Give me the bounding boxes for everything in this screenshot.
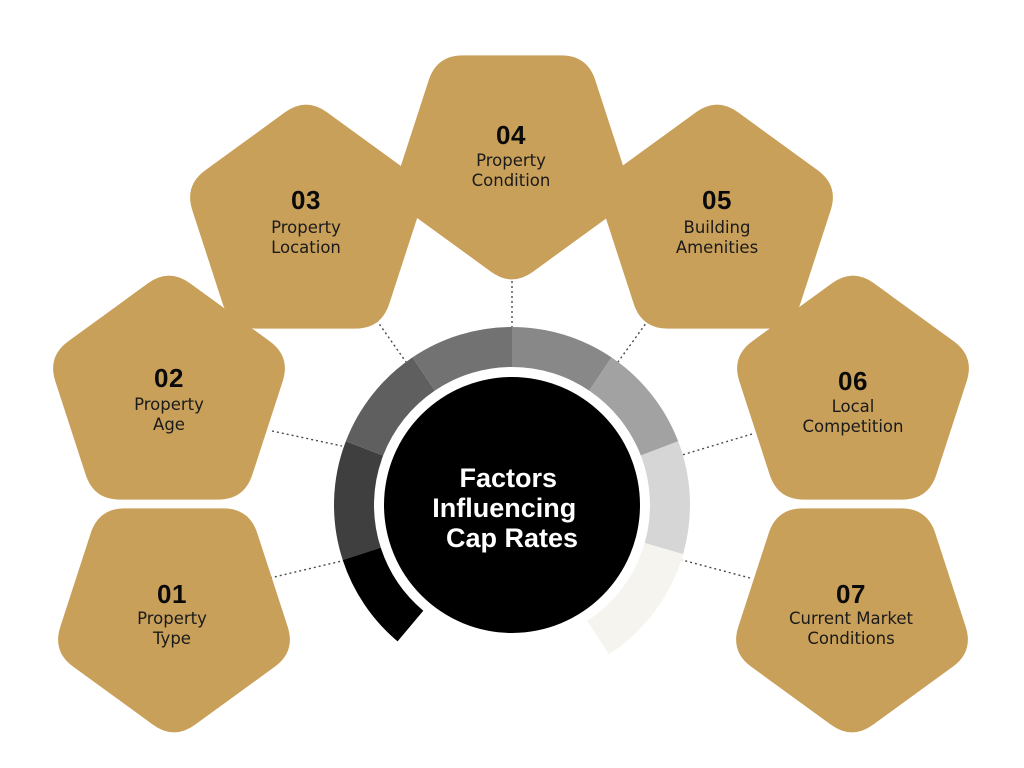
ring-segment	[640, 441, 690, 555]
center-circle	[384, 377, 640, 633]
factor-label-line: Property	[137, 609, 207, 628]
factor-number: 06	[838, 366, 868, 396]
factor-label-line: Current Market	[789, 609, 913, 628]
factor-label-line: Competition	[803, 417, 904, 436]
pentagon-shape	[601, 104, 833, 329]
pentagon-shape	[396, 55, 628, 280]
pentagon-shape	[190, 104, 422, 329]
pentagon-shape	[737, 275, 969, 500]
connector-line	[681, 559, 751, 579]
ring-segment	[334, 441, 384, 561]
factor-label-line: Age	[153, 415, 185, 434]
factor-label-line: Property	[271, 218, 341, 237]
segmented-ring	[334, 327, 690, 655]
factor-label-line: Property	[476, 151, 546, 170]
center-title-line-1: Factors	[459, 463, 557, 493]
connector-line	[681, 433, 753, 456]
factor-label-line: Condition	[472, 171, 551, 190]
pentagon-shape	[736, 508, 968, 733]
pentagon-shape	[53, 275, 285, 500]
pentagon-shape	[58, 508, 290, 733]
factor-number: 04	[496, 120, 526, 150]
factor-number: 01	[157, 579, 187, 609]
factor-number: 03	[291, 185, 321, 215]
factor-label-line: Local	[832, 397, 875, 416]
factor-number: 07	[836, 579, 866, 609]
connector-line	[269, 559, 347, 579]
factor-number: 05	[702, 185, 732, 215]
center-title-line-3: Cap Rates	[446, 523, 578, 553]
ring-gap-segment	[342, 547, 424, 642]
ring-segment	[512, 327, 612, 391]
factor-label-line: Type	[152, 629, 191, 648]
connector-line	[271, 430, 343, 447]
ring-segment	[589, 357, 679, 456]
ring-segment	[587, 543, 684, 655]
factor-label-line: Property	[134, 395, 204, 414]
ring-segment	[412, 327, 512, 391]
factor-label-line: Building	[684, 218, 751, 237]
ring-segment	[345, 357, 435, 456]
center-title-line-2: Influencing	[432, 493, 576, 523]
factor-number: 02	[154, 363, 184, 393]
factor-label-line: Conditions	[807, 629, 894, 648]
factor-label-line: Location	[271, 238, 341, 257]
center-title: Factors Influencing Cap Rates	[432, 463, 584, 553]
factor-label-line: Amenities	[676, 238, 758, 257]
